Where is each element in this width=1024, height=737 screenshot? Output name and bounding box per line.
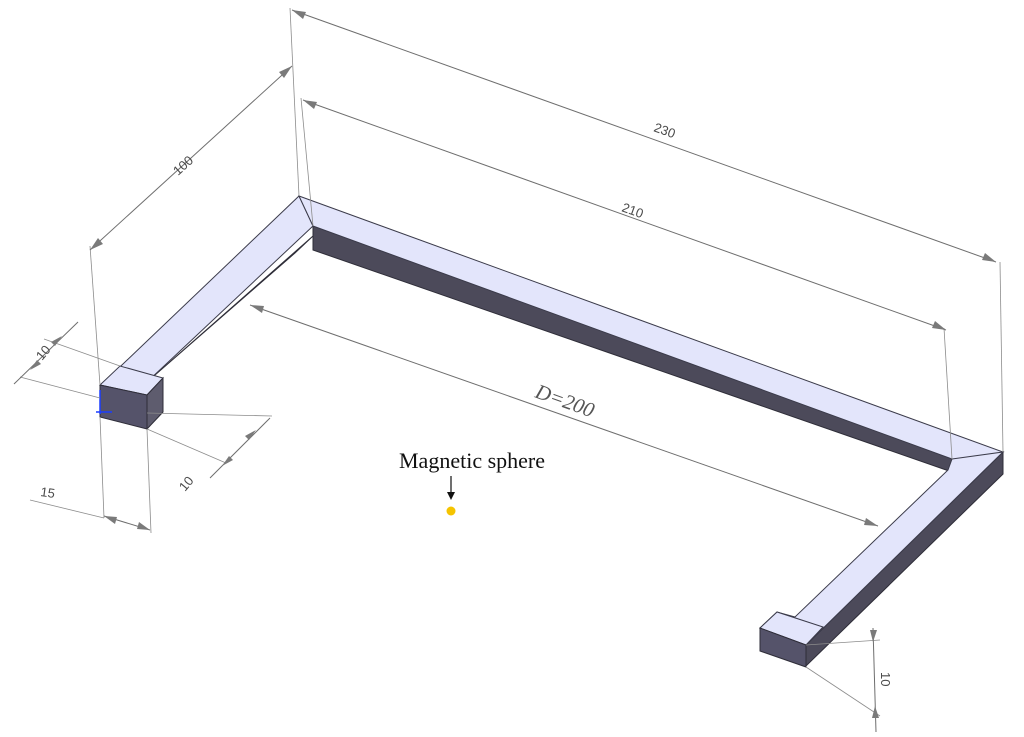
dim-10-left-bottom-line [209,417,271,479]
extension-lines [19,7,1004,717]
left-arm-top-face [100,195,314,385]
dim-10-right-label: 10 [878,672,893,686]
origin-axis-marker [96,390,112,414]
sphere-arrow-head [447,492,455,500]
dim-100-line [89,65,293,251]
back-bar-top-face [298,195,1005,473]
dim-d-line [249,304,879,527]
right-arm-side-face [805,450,1004,668]
dim-10-left-bottom-label: 10 [176,473,197,494]
dim-15-label: 15 [40,484,56,501]
left-end-side-face [146,376,164,431]
dim-230-line [291,9,997,263]
magnetic-sphere-annotation: Magnetic sphere [399,448,545,516]
back-bar-front-face [312,225,953,473]
right-arm-top-face [759,451,1005,646]
dim-10-left-top-label: 10 [33,342,54,363]
dim-210-label: 210 [620,200,645,221]
magnetic-sphere-label: Magnetic sphere [399,448,545,473]
u-bar [98,195,1005,668]
dim-210-line [302,99,947,331]
dim-230-label: 230 [652,120,677,141]
dimension-lines [13,9,997,733]
left-arm-side-face [146,235,314,383]
dim-10-left-top-line [13,321,79,385]
magnetic-sphere-dot [446,506,456,516]
